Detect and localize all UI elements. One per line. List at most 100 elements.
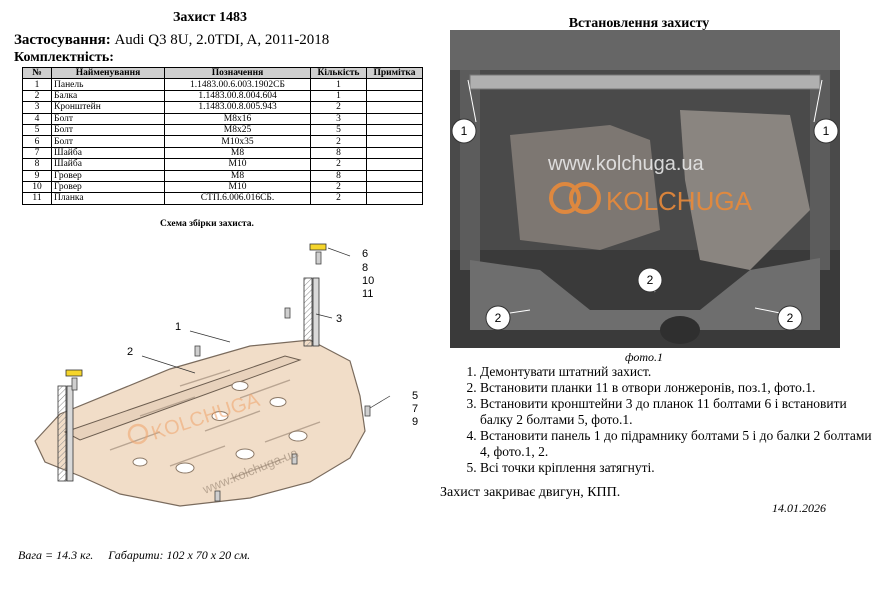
table-cell [366, 89, 423, 103]
application-value: Audi Q3 8U, 2.0TDI, A, 2011-2018 [114, 32, 330, 48]
table-cell: 1 [22, 78, 52, 91]
table-cell [366, 135, 423, 148]
table-cell: 1.1483.00.8.005.943 [164, 101, 311, 114]
table-cell: 9 [22, 169, 52, 182]
install-steps: Демонтувати штатний захист. Встановити п… [444, 364, 876, 476]
callout-3: 3 [336, 313, 342, 325]
table-cell: 6 [22, 135, 52, 148]
table-cell: 8 [310, 169, 367, 182]
photo-callout-1-left: 1 [461, 124, 468, 138]
table-cell: 3 [22, 101, 52, 114]
table-cell: М10 [164, 158, 311, 171]
table-cell: 2 [310, 101, 367, 114]
callout-1: 1 [175, 321, 181, 333]
table-cell: 7 [22, 146, 52, 160]
table-cell: Балка [51, 89, 165, 103]
table-cell: 8 [22, 158, 52, 171]
table-cell: 2 [22, 89, 52, 103]
table-cell: 8 [310, 146, 367, 160]
strip-top-right [309, 243, 327, 251]
callout-9: 9 [412, 416, 418, 428]
photo-callout-1-right: 1 [823, 124, 830, 138]
table-cell: 11 [22, 192, 52, 205]
bolts [71, 251, 371, 502]
install-step: Встановити планки 11 в отвори лонжеронів… [480, 380, 876, 396]
parts-table-header: № Найменування Позначення Кількість Прим… [22, 66, 423, 80]
table-cell: Шайба [51, 146, 165, 160]
install-step: Демонтувати штатний захист. [480, 364, 876, 380]
table-cell: Кронштейн [51, 101, 165, 114]
table-cell: 5 [22, 123, 52, 137]
photo-watermark-url: www.kolchuga.ua [547, 153, 705, 175]
col-number: № [22, 66, 52, 80]
table-cell: 4 [22, 112, 52, 125]
photo-callout-2-right: 2 [787, 311, 794, 325]
table-cell [366, 169, 423, 182]
callout-6: 6 [362, 248, 368, 260]
table-cell: 1 [310, 78, 367, 91]
table-cell: Планка [51, 192, 165, 205]
col-designation: Позначення [164, 66, 311, 80]
scheme-caption: Схема збірки захиста. [160, 219, 254, 229]
callout-11: 11 [362, 288, 373, 300]
table-cell: М8х16 [164, 112, 311, 125]
dimensions-text: Габарити: 102 х 70 х 20 см. [108, 548, 251, 562]
table-cell [366, 78, 423, 91]
callout-10: 10 [362, 275, 374, 287]
photo-watermark-brand: KOLCHUGA [606, 186, 753, 216]
table-cell: 2 [310, 180, 367, 194]
coverage-summary: Захист закриває двигун, КПП. [440, 485, 621, 500]
install-step: Всі точки кріплення затягнуті. [480, 460, 876, 476]
application-label: Застосування: [14, 32, 111, 48]
table-cell: М10х35 [164, 135, 311, 148]
table-cell [366, 192, 423, 205]
table-cell: 2 [310, 158, 367, 171]
document-title: Захист 1483 [172, 10, 248, 25]
table-cell: М10 [164, 180, 311, 194]
beam-part [63, 355, 302, 441]
leader-lines [141, 247, 391, 409]
kit-label: Комплектність: [14, 50, 114, 65]
photo-callout-2-left: 2 [495, 311, 502, 325]
assembly-diagram: KOLCHUGA www.kolchuga.ua 1 2 3 6 8 10 11… [34, 243, 418, 507]
callout-2: 2 [127, 346, 133, 358]
table-cell: 1 [310, 89, 367, 103]
strip-top-left [65, 369, 83, 377]
photo-callout-lines [467, 79, 823, 314]
table-cell [366, 146, 423, 160]
parts-table: № Найменування Позначення Кількість Прим… [22, 66, 423, 205]
table-cell [366, 180, 423, 194]
install-photo: www.kolchuga.ua KOLCHUGA 1 1 2 2 2 [450, 30, 840, 348]
table-cell [366, 158, 423, 171]
photo-callouts: 1 1 2 2 2 [451, 118, 839, 331]
table-cell: Болт [51, 112, 165, 125]
install-step: Встановити панель 1 до підрамнику болтам… [480, 428, 876, 460]
col-quantity: Кількість [310, 66, 367, 80]
install-title: Встановлення захисту [568, 16, 710, 31]
col-name: Найменування [51, 66, 165, 80]
table-cell: М8 [164, 169, 311, 182]
table-cell: Шайба [51, 158, 165, 171]
table-cell: 1.1483.00.6.003.1902СБ [164, 78, 311, 91]
table-cell [366, 112, 423, 125]
application-line: Застосування: Audi Q3 8U, 2.0TDI, A, 201… [14, 32, 329, 49]
weight-dimensions: Вага = 14.3 кг. Габарити: 102 х 70 х 20 … [18, 548, 250, 563]
table-cell [366, 101, 423, 114]
table-cell: 5 [310, 123, 367, 137]
document-date: 14.01.2026 [772, 501, 826, 515]
table-cell: Гровер [51, 180, 165, 194]
panel-holes [132, 381, 308, 474]
table-cell: М8 [164, 146, 311, 160]
right-bracket [303, 277, 320, 347]
install-step: Встановити кронштейни 3 до планок 11 бол… [480, 396, 876, 428]
table-cell: 10 [22, 180, 52, 194]
left-bracket [57, 385, 74, 482]
